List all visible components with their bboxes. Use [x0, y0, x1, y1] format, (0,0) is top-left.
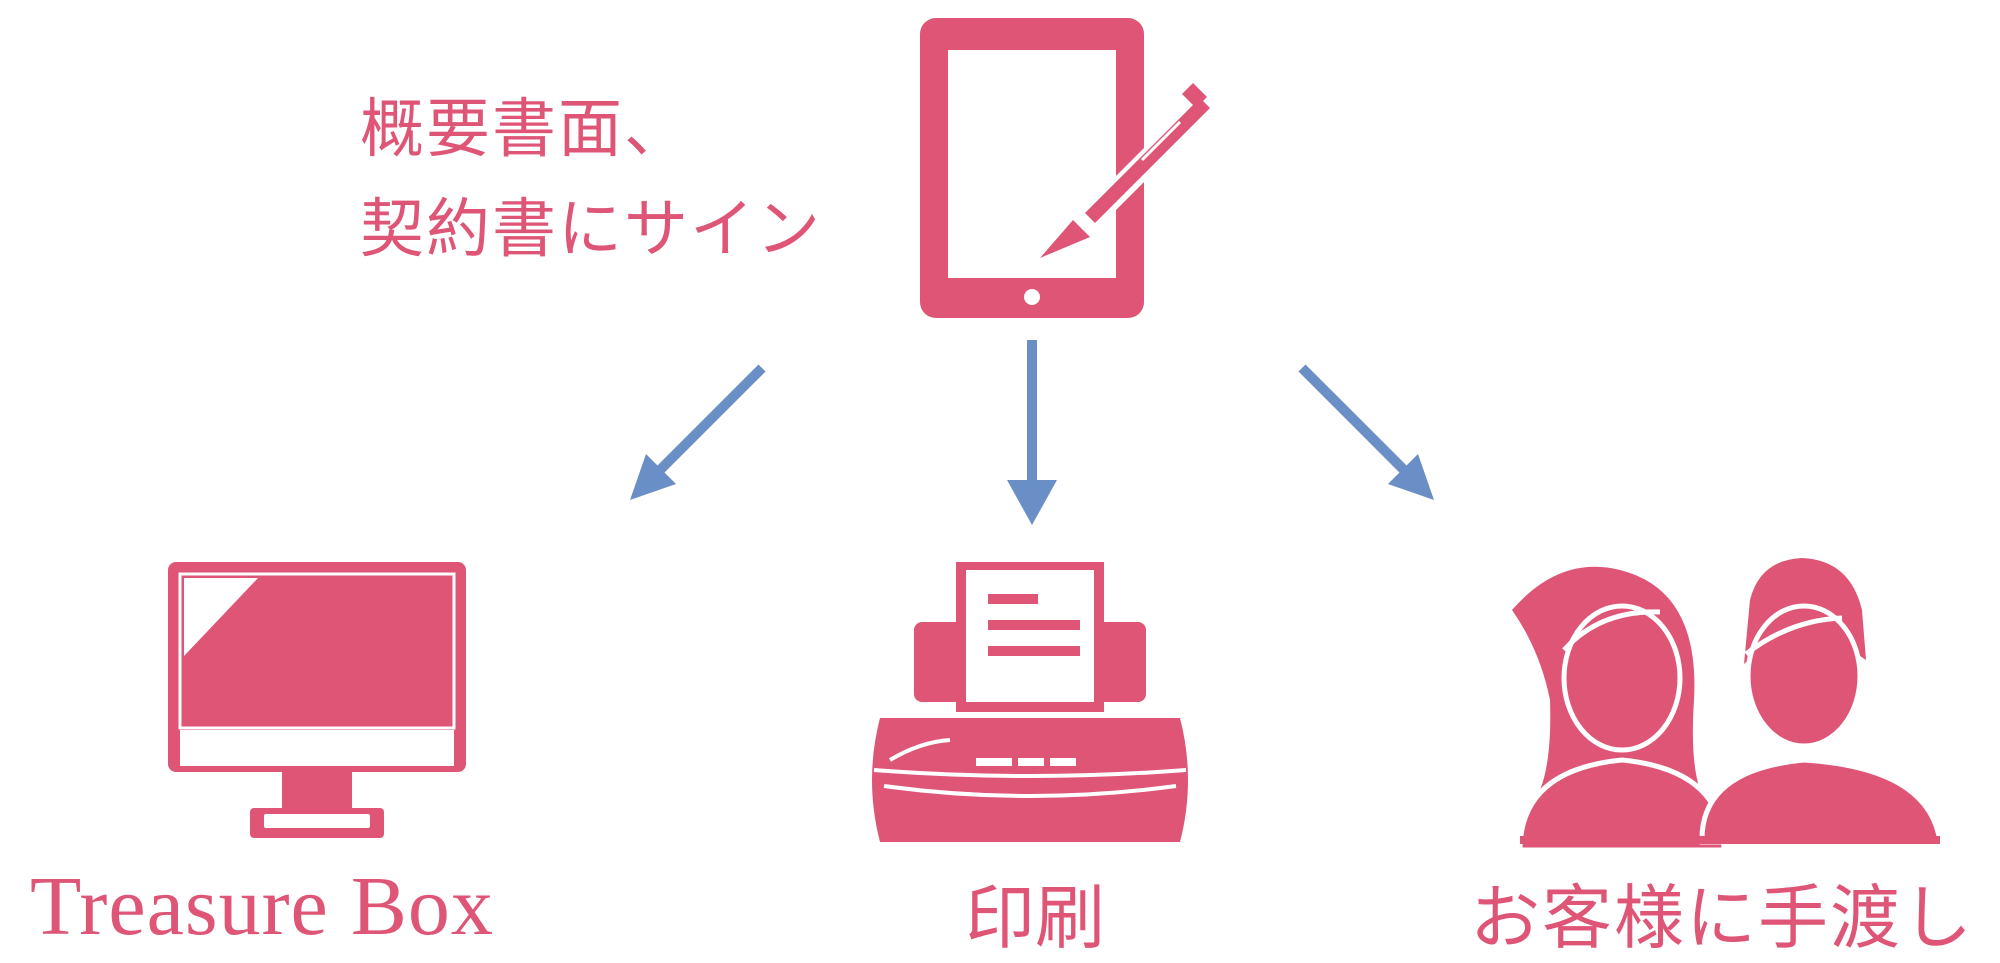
- tablet-pen-icon: [920, 18, 1222, 318]
- two-people-icon: [1512, 558, 1943, 853]
- treasure-box-label: Treasure Box: [30, 860, 494, 953]
- handover-label: お客様に手渡し: [1470, 877, 1974, 959]
- print-label: 印刷: [965, 877, 1105, 959]
- sign-instruction-line-2: 契約書にサイン: [360, 193, 822, 267]
- desktop-monitor-icon: [168, 562, 466, 838]
- arrow-to-print: [1007, 340, 1057, 525]
- sign-instruction-line-1: 概要書面、: [360, 93, 690, 167]
- arrow-to-treasure-box: [630, 364, 766, 500]
- printer-icon: [872, 562, 1188, 842]
- arrow-to-customers: [1298, 364, 1434, 500]
